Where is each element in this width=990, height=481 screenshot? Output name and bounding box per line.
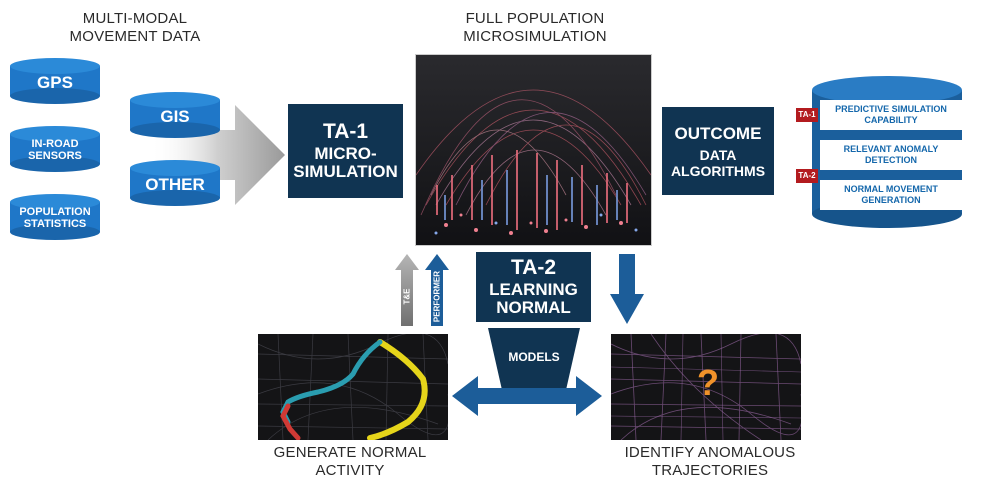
ta1-tag: TA-1 [322, 120, 369, 143]
generate-normal-caption: GENERATE NORMAL ACTIVITY [273, 444, 427, 479]
population-statistics-label: POPULATION STATISTICS [19, 206, 91, 230]
ta2-tag: TA-2 [510, 256, 557, 279]
models-label: MODELS [508, 350, 560, 364]
performer-arrow [425, 254, 449, 326]
te-arrow [395, 254, 419, 326]
te-label: T&E [402, 288, 412, 305]
gis-cylinder: GIS [130, 92, 220, 138]
outcome-row-predictive-text: PREDICTIVE SIMULATION CAPABILITY [835, 104, 947, 125]
outcome-row-normal-movement-text: NORMAL MOVEMENT GENERATION [844, 184, 938, 205]
gps-label: GPS [37, 73, 73, 92]
outcome-row-predictive: PREDICTIVE SIMULATION CAPABILITY [820, 100, 962, 130]
gps-cylinder: GPS [10, 58, 100, 104]
in-road-sensors-cylinder: IN-ROAD SENSORS [10, 126, 100, 172]
outcome-row-anomaly: RELEVANT ANOMALY DETECTION [820, 140, 962, 170]
ta1-microsimulation-box: TA-1 MICRO- SIMULATION [288, 104, 403, 198]
outcome-row-normal-movement: NORMAL MOVEMENT GENERATION [820, 180, 962, 210]
outcome-database: PREDICTIVE SIMULATION CAPABILITY RELEVAN… [794, 72, 980, 232]
double-arrow [452, 376, 602, 416]
population-statistics-cylinder: POPULATION STATISTICS [10, 194, 100, 240]
other-cylinder: OTHER [130, 160, 220, 206]
outcome-row-anomaly-text: RELEVANT ANOMALY DETECTION [843, 144, 939, 165]
outcome-label: DATA ALGORITHMS [670, 147, 766, 179]
normal-activity-map [258, 334, 448, 440]
gis-label: GIS [160, 107, 190, 126]
outcome-box: OUTCOME DATA ALGORITHMS [662, 107, 774, 195]
ta1-label: MICRO- SIMULATION [293, 144, 398, 181]
ta1-outcome-tag: TA-1 [796, 108, 818, 122]
microsimulation-image [415, 54, 652, 246]
input-data-title: MULTI-MODAL MOVEMENT DATA [69, 10, 201, 45]
down-arrow [610, 254, 644, 324]
anomalous-caption: IDENTIFY ANOMALOUS TRAJECTORIES [624, 444, 796, 479]
performer-label: PERFORMER [432, 270, 442, 323]
ta2-label: LEARNING NORMAL [489, 280, 578, 317]
outcome-tag: OUTCOME [674, 124, 762, 143]
ta2-learning-normal-box: TA-2 LEARNING NORMAL [476, 252, 591, 322]
ta2-outcome-tag: TA-2 [796, 169, 818, 183]
anomalous-trajectories-map: ? [611, 334, 801, 440]
other-label: OTHER [145, 175, 205, 194]
models-trapezoid [488, 328, 580, 390]
microsimulation-title: FULL POPULATION MICROSIMULATION [463, 10, 607, 45]
question-mark-icon: ? [697, 362, 719, 403]
in-road-sensors-label: IN-ROAD SENSORS [28, 138, 82, 162]
